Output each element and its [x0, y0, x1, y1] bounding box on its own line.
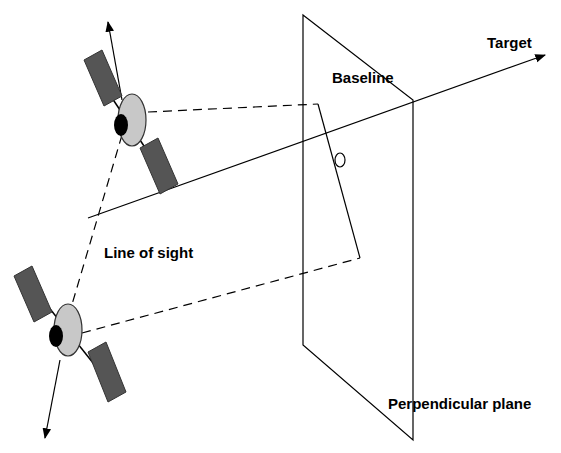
intersection-mark — [335, 153, 345, 167]
satellite-lower — [14, 266, 126, 438]
line-of-sight — [88, 55, 545, 218]
perpendicular-plane — [303, 15, 413, 440]
projection-lines — [68, 104, 360, 333]
plane-label: Perpendicular plane — [388, 396, 531, 413]
line-of-sight-label: Line of sight — [104, 245, 193, 262]
satellite-upper — [84, 22, 178, 194]
target-label: Target — [487, 35, 532, 52]
baseline-label: Baseline — [332, 70, 394, 87]
baseline-line — [318, 104, 360, 258]
